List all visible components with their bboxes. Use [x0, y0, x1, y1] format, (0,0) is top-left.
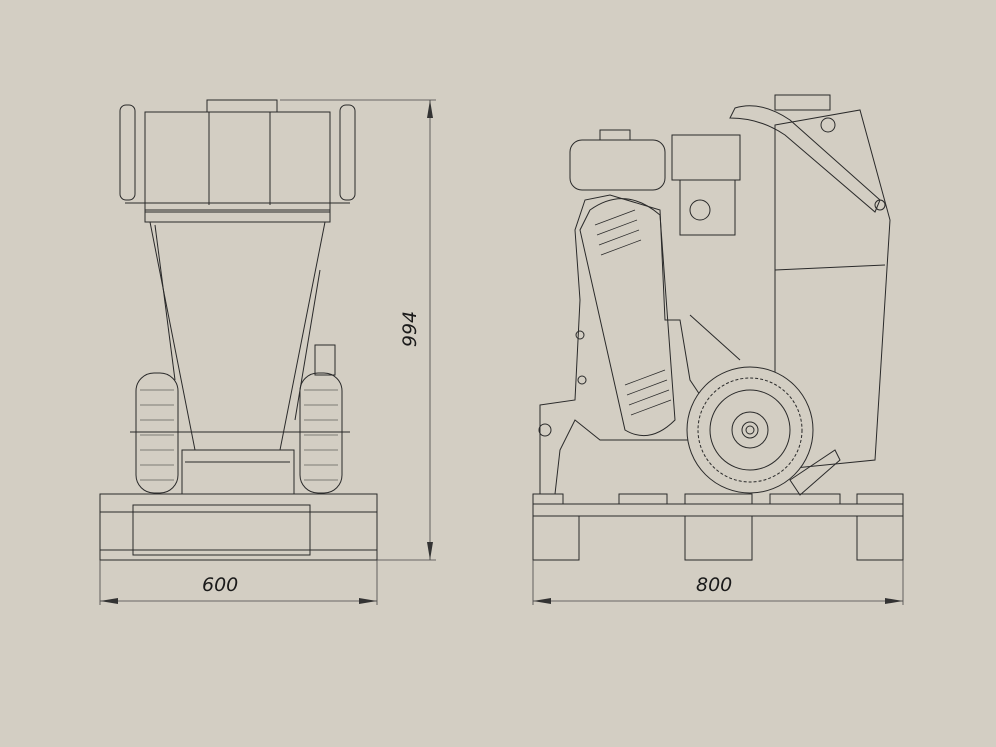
side-engine-tank	[569, 139, 666, 191]
front-view	[99, 99, 378, 561]
front-wheel-right	[299, 372, 343, 494]
side-frame	[539, 194, 721, 495]
side-wheel	[686, 366, 814, 494]
width-dimension-label: 600	[202, 574, 239, 596]
side-view	[532, 94, 904, 561]
front-hopper-top	[144, 111, 331, 213]
side-engine-filter	[671, 134, 741, 181]
dimension-lines	[99, 99, 904, 605]
front-cone	[149, 221, 326, 451]
length-dimension-label: 800	[696, 574, 733, 596]
height-dimension-label: 994	[399, 310, 422, 348]
side-pallet	[532, 503, 904, 517]
front-wheel-left	[135, 372, 179, 494]
